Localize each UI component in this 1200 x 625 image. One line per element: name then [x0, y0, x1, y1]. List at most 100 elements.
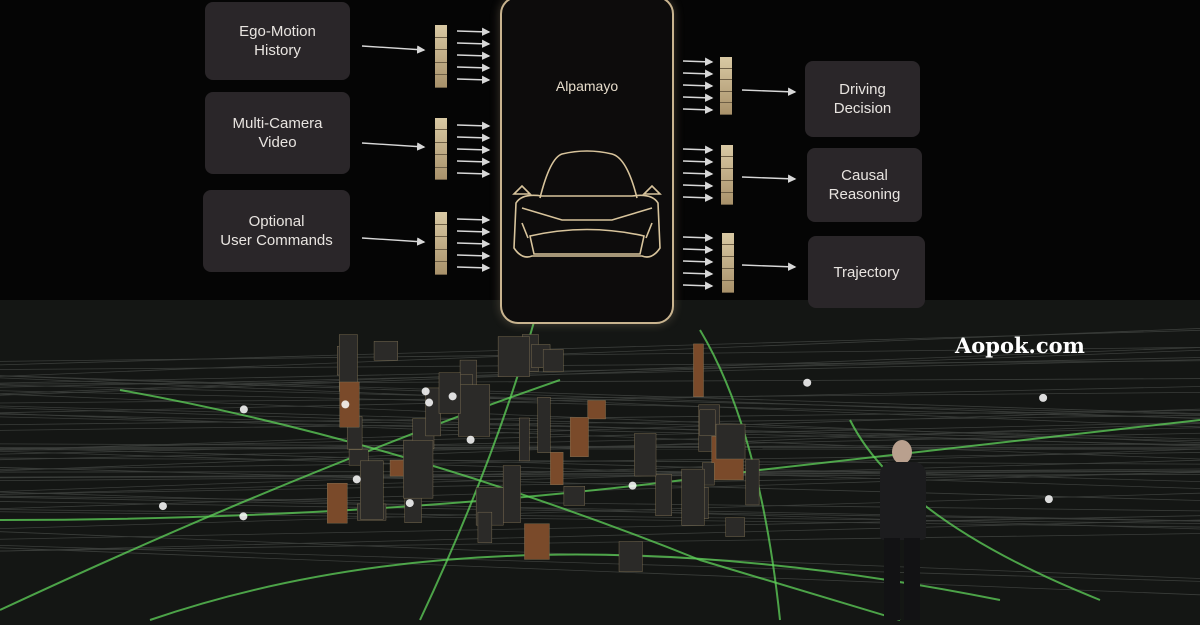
arrow-icon [682, 105, 714, 114]
arrow-icon [741, 174, 797, 183]
arrow-icon [456, 263, 491, 272]
light [158, 502, 167, 511]
input-label: History [254, 42, 301, 59]
arrow-icon [456, 63, 491, 72]
arrow-icon [741, 262, 797, 271]
light [803, 378, 812, 387]
arrow-icon [682, 57, 714, 66]
arrow-icon [682, 269, 714, 278]
watermark: Aopok.com [955, 333, 1085, 358]
input-label: Multi-Camera [232, 115, 323, 132]
building [681, 468, 705, 526]
building [339, 381, 360, 428]
arrow-icon [682, 169, 714, 178]
output-label: Trajectory [833, 263, 900, 281]
building [458, 384, 491, 437]
arrow-icon [682, 181, 714, 190]
building [563, 486, 585, 506]
arrow-icon [682, 145, 714, 154]
arrow-icon [456, 51, 491, 60]
output-label: Reasoning [828, 186, 901, 203]
output-box-trajectory: Trajectory [808, 236, 925, 308]
arrow-icon [741, 87, 797, 96]
arrow-icon [682, 281, 714, 290]
building [524, 523, 550, 560]
arrow-icon [682, 69, 714, 78]
building [327, 483, 348, 524]
building [634, 433, 657, 477]
building [725, 517, 745, 537]
road-line [0, 419, 1200, 521]
arrow-icon [682, 233, 714, 242]
alpamayo-model-panel: Alpamayo [500, 0, 674, 324]
arrow-icon [456, 227, 491, 236]
light [425, 398, 434, 407]
building [373, 341, 398, 361]
input-label: Video [258, 134, 297, 151]
presenter [872, 440, 942, 620]
light [1039, 393, 1048, 402]
arrow-icon [682, 81, 714, 90]
building [438, 372, 461, 414]
light [405, 499, 414, 508]
arrow-icon [456, 121, 491, 130]
light [448, 392, 457, 401]
road-line [699, 329, 781, 621]
arrow-icon [456, 133, 491, 142]
light [352, 475, 361, 484]
arrow-icon [682, 93, 714, 102]
arrow-icon [456, 251, 491, 260]
input-token-bar [435, 25, 447, 88]
arrow-icon [456, 239, 491, 248]
light [239, 512, 248, 521]
building [745, 459, 760, 506]
car-outline-icon [512, 150, 662, 258]
building [360, 460, 384, 520]
input-token-bar [435, 118, 447, 181]
building [587, 400, 606, 420]
arrow-icon [456, 27, 491, 36]
model-title: Alpamayo [555, 78, 619, 94]
building [655, 474, 672, 516]
output-label: Decision [833, 100, 892, 117]
building [497, 336, 530, 377]
output-label: Driving [839, 81, 886, 98]
light [239, 405, 248, 414]
arrow-icon [456, 75, 491, 84]
building [693, 343, 704, 397]
arrow-icon [456, 215, 491, 224]
building [569, 417, 589, 457]
input-token-bar [435, 212, 447, 275]
arrow-icon [361, 142, 426, 151]
building [618, 541, 643, 572]
road-line [849, 419, 1101, 601]
light [1044, 495, 1053, 504]
building [550, 452, 564, 485]
output-token-bar [720, 57, 732, 115]
output-token-bar [722, 233, 734, 293]
arrow-icon [456, 169, 491, 178]
building [477, 511, 493, 543]
output-label: Causal [841, 167, 888, 184]
arrow-icon [361, 237, 426, 246]
light [341, 400, 350, 409]
input-label: User Commands [220, 232, 333, 249]
input-label: Optional [248, 213, 305, 230]
light [421, 387, 430, 396]
building [519, 417, 530, 462]
arrow-icon [456, 39, 491, 48]
light [628, 481, 637, 490]
arrow-icon [682, 245, 714, 254]
building [715, 423, 746, 460]
arrow-icon [456, 145, 491, 154]
building [537, 397, 551, 453]
building [699, 409, 716, 436]
arrow-icon [456, 157, 491, 166]
